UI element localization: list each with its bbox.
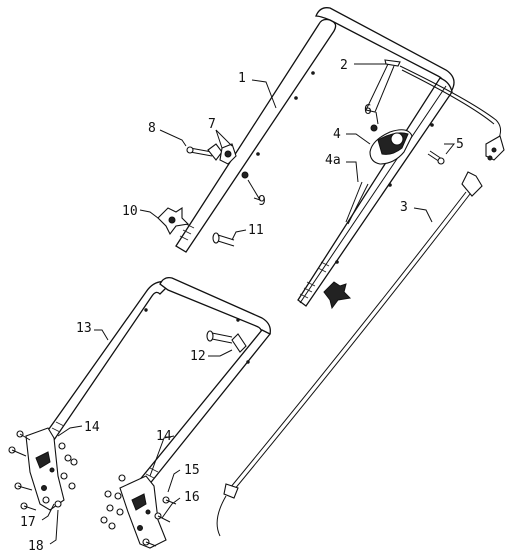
callout-labels: 1 2 3 4 4a 5 6 7 8 9 10 11 12 13 14 14 1… xyxy=(20,58,464,554)
callout-7: 7 xyxy=(208,117,216,132)
callout-15: 15 xyxy=(184,463,200,478)
cable-3 xyxy=(216,171,483,537)
callout-9: 9 xyxy=(258,194,266,209)
callout-3: 3 xyxy=(400,200,408,215)
callout-5: 5 xyxy=(456,137,464,152)
bolt-8 xyxy=(186,146,213,157)
bolt-12 xyxy=(206,330,247,353)
callout-12: 12 xyxy=(190,349,206,364)
callout-14-left: 14 xyxy=(84,420,100,435)
screw-5 xyxy=(427,150,445,165)
callout-2: 2 xyxy=(340,58,348,73)
upper-handle xyxy=(175,7,455,307)
callout-8: 8 xyxy=(148,121,156,136)
right-bracket-14 xyxy=(100,474,177,549)
cable-guide-4 xyxy=(345,129,413,225)
left-bracket-14 xyxy=(8,427,78,511)
leader-lines xyxy=(41,63,456,545)
clamp-7 xyxy=(207,143,237,165)
callout-6: 6 xyxy=(364,103,372,118)
callout-14-right: 14 xyxy=(156,429,172,444)
callout-17: 17 xyxy=(20,515,36,530)
nut-6 xyxy=(370,124,378,132)
callout-4a: 4a xyxy=(325,153,341,168)
star-knob-10 xyxy=(157,206,190,236)
star-knob-right xyxy=(323,281,352,310)
nut-9 xyxy=(241,171,249,179)
control-bail xyxy=(365,59,505,161)
callout-13: 13 xyxy=(76,321,92,336)
callout-11: 11 xyxy=(248,223,264,238)
callout-1: 1 xyxy=(238,71,246,86)
callout-16: 16 xyxy=(184,490,200,505)
lower-handle xyxy=(42,276,272,487)
callout-18: 18 xyxy=(28,539,44,554)
bolt-11 xyxy=(212,232,235,247)
callout-4: 4 xyxy=(333,127,341,142)
callout-10: 10 xyxy=(122,204,138,219)
